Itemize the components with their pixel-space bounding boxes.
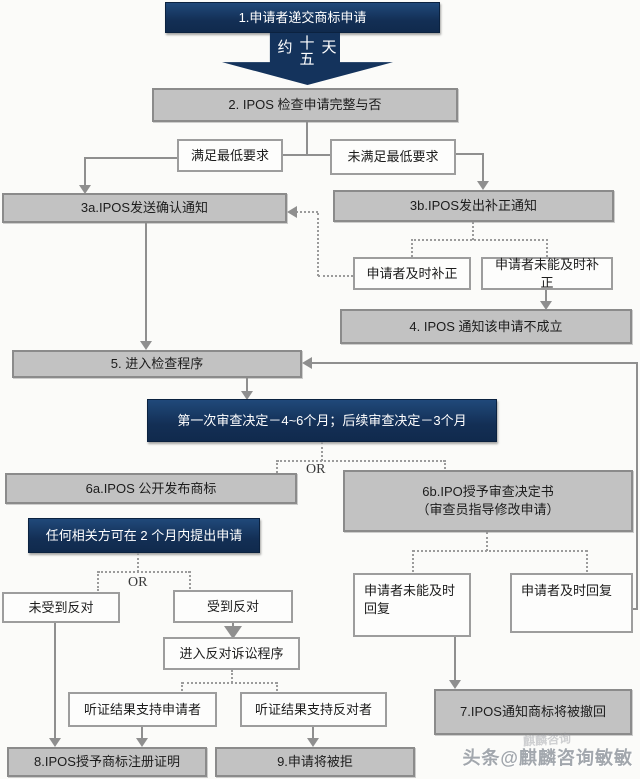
dotted-6b-down (486, 532, 488, 551)
dotted-to-opposed (189, 571, 191, 589)
dotted-to-no-opposition (97, 571, 99, 591)
dotted-to-6a (276, 460, 278, 473)
dotted-to-timely-reply (586, 550, 588, 572)
dotted-to-failed-correction (546, 239, 548, 257)
connector-notmeets-down (482, 153, 484, 182)
connector-meets-down (84, 157, 86, 186)
node-failed-correction: 申请者未能及时补正 (481, 257, 613, 290)
node-meets-minimum: 满足最低要求 (177, 139, 283, 172)
arrowhead-hearingapp-to-8 (136, 738, 148, 747)
duration-num-top: 十 (299, 35, 315, 52)
node-9-application-rejected: 9.申请将被拒 (215, 747, 415, 777)
dotted-window-down (137, 553, 139, 572)
connector-5-to-decision (246, 378, 248, 392)
node-failed-reply: 申请者未能及时回复 (353, 573, 471, 637)
dotted-correction-into-3a (296, 211, 318, 213)
arrowhead-to-4 (540, 301, 552, 310)
duration-number: 十 五 (299, 36, 314, 68)
dotted-to-hearing-opponent (276, 682, 278, 691)
node-no-opposition: 未受到反对 (2, 592, 120, 623)
connector-noopp-to-8 (54, 623, 56, 740)
dotted-to-hearing-applicant (181, 682, 183, 691)
node-opposition-proceedings: 进入反对诉讼程序 (163, 637, 300, 670)
dotted-correction-left (318, 275, 353, 277)
dotted-to-failed-reply (412, 550, 414, 572)
node-2-completeness-check: 2. IPOS 检查申请完整与否 (152, 88, 458, 122)
arrowhead-to-proceedings (224, 626, 242, 639)
dotted-6b-split (413, 550, 587, 552)
node-6a-publish-trademark: 6a.IPOS 公开发布商标 (5, 473, 297, 504)
dotted-proceedings-split (182, 682, 277, 684)
connector-hearingopp-to-9 (312, 727, 314, 740)
arrowhead-to-3a (79, 185, 91, 194)
duration-label: 约 十 五 天 (252, 36, 362, 68)
dotted-decision-down (321, 442, 323, 461)
node-6b-examination-report: 6b.IPO授予审查决定书 （审查员指导修改申请） (343, 470, 633, 532)
or-label-2: OR (128, 575, 148, 590)
node-6b-line2: （审查员指导修改申请） (416, 502, 560, 517)
arrowhead-to-7 (449, 680, 461, 689)
node-3b-correction-notice: 3b.IPOS发出补正通知 (333, 190, 614, 222)
dotted-to-6b (444, 460, 446, 469)
connector-failedreply-to-7 (454, 637, 456, 682)
arrowhead-to-decision (241, 391, 253, 400)
dotted-3b-split (411, 239, 548, 241)
connector-3a-to-5 (145, 223, 147, 342)
dotted-3b-down (472, 222, 474, 240)
node-timely-correction: 申请者及时补正 (353, 257, 471, 290)
connector-loop-stub (633, 608, 638, 610)
dotted-decision-split (277, 460, 445, 462)
connector-meets-left (85, 157, 177, 159)
arrowhead-into-3a-right (287, 206, 297, 218)
node-6b-line1: 6b.IPO授予审查决定书 (422, 484, 554, 500)
node-opposed: 受到反对 (173, 590, 293, 623)
connector-loop-right (636, 362, 638, 609)
arrowhead-noopp-to-8 (49, 738, 61, 747)
arrowhead-hearingopp-to-9 (307, 738, 319, 747)
connector-branch-horizontal (283, 154, 332, 156)
node-4-application-void: 4. IPOS 通知该申请不成立 (340, 309, 632, 344)
node-timely-reply: 申请者及时回复 (510, 573, 633, 633)
node-hearing-supports-opponent: 听证结果支持反对者 (240, 692, 387, 727)
watermark: 头条@麒麟咨询敏敏 (462, 748, 633, 768)
node-8-registration-certificate: 8.IPOS授予商标注册证明 (7, 747, 207, 777)
node-review-decision: 第一次审查决定－4~6个月；后续审查决定－3个月 (147, 399, 497, 442)
connector-failed-to-4 (545, 290, 547, 303)
duration-prefix: 约 (277, 39, 293, 56)
dotted-proceedings-down (231, 670, 233, 683)
node-5-examination: 5. 进入检查程序 (12, 350, 302, 378)
dotted-correction-up (317, 213, 319, 276)
or-label-1: OR (306, 462, 326, 477)
duration-suffix: 天 (321, 39, 337, 56)
connector-loop-top (312, 362, 637, 364)
dotted-window-split (98, 571, 190, 573)
duration-num-bottom: 五 (299, 50, 315, 68)
node-not-meets-minimum: 未满足最低要求 (330, 139, 456, 175)
arrowhead-to-5 (140, 341, 152, 350)
node-1-submit-application: 1.申请者递交商标申请 (165, 2, 440, 33)
node-opposition-window: 任何相关方可在 2 个月内提出申请 (28, 518, 260, 553)
dotted-to-timely-correction (411, 239, 413, 257)
node-hearing-supports-applicant: 听证结果支持申请者 (68, 692, 217, 727)
node-3a-confirmation-notice: 3a.IPOS发送确认通知 (2, 193, 287, 223)
node-7-trademark-withdrawn: 7.IPOS通知商标将被撤回 (434, 689, 632, 735)
arrowhead-to-3b (477, 181, 489, 190)
connector-step2-down (306, 122, 308, 155)
arrowhead-into-5-right (302, 357, 312, 369)
connector-hearingapp-to-8 (141, 727, 143, 740)
connector-notmeets-right (456, 153, 484, 155)
